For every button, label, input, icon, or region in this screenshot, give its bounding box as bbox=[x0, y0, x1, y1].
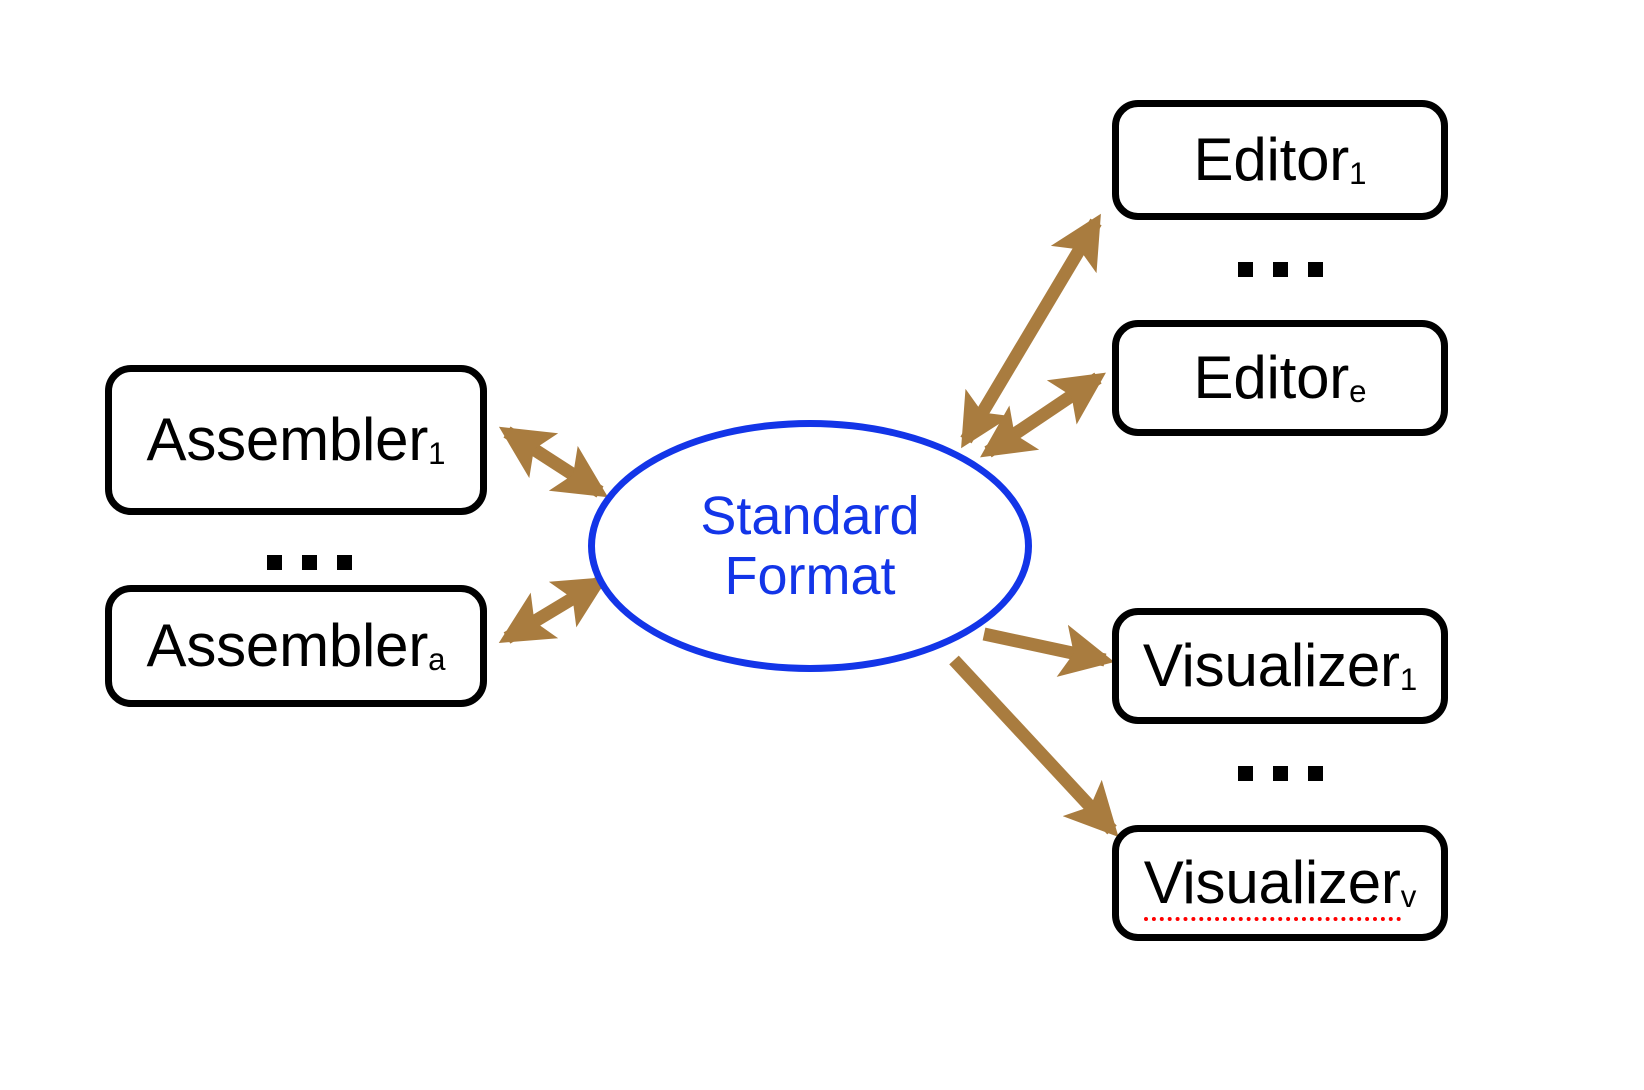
node-visualizer-v-label: Visualizerv bbox=[1143, 849, 1416, 921]
ellipsis-editors bbox=[1238, 262, 1323, 277]
node-editor-1-label: Editor1 bbox=[1193, 126, 1367, 193]
hub-standard-format[interactable]: Standard Format bbox=[588, 420, 1032, 672]
ellipsis-dot bbox=[302, 555, 317, 570]
connector-assembler-1 bbox=[498, 426, 609, 498]
connector-visualizer-v bbox=[949, 655, 1119, 838]
connector-assembler-a bbox=[498, 576, 609, 644]
ellipsis-dot bbox=[1238, 766, 1253, 781]
ellipsis-dot bbox=[1308, 262, 1323, 277]
ellipsis-dot bbox=[1273, 766, 1288, 781]
node-assembler-1-label: Assembler1 bbox=[146, 406, 446, 473]
connector-editor-1 bbox=[960, 213, 1102, 449]
node-visualizer-v[interactable]: Visualizerv bbox=[1112, 825, 1448, 941]
node-visualizer-1-label: Visualizer1 bbox=[1142, 632, 1418, 699]
ellipsis-visualizers bbox=[1238, 766, 1323, 781]
ellipsis-dot bbox=[1308, 766, 1323, 781]
ellipsis-dot bbox=[267, 555, 282, 570]
node-assembler-a[interactable]: Assemblera bbox=[105, 585, 487, 707]
ellipsis-assemblers bbox=[267, 555, 352, 570]
hub-label-line-2: Format bbox=[724, 546, 896, 606]
misspelled-word: Visualizer bbox=[1143, 849, 1401, 921]
node-editor-e-label: Editore bbox=[1193, 344, 1367, 411]
ellipsis-dot bbox=[1273, 262, 1288, 277]
connector-visualizer-1 bbox=[982, 624, 1115, 677]
connector-editor-e bbox=[980, 372, 1106, 458]
node-editor-1[interactable]: Editor1 bbox=[1112, 100, 1448, 220]
ellipsis-dot bbox=[337, 555, 352, 570]
hub-label-line-1: Standard bbox=[700, 485, 920, 546]
ellipsis-dot bbox=[1238, 262, 1253, 277]
node-assembler-1[interactable]: Assembler1 bbox=[105, 365, 487, 515]
node-assembler-a-label: Assemblera bbox=[146, 612, 446, 679]
node-editor-e[interactable]: Editore bbox=[1112, 320, 1448, 436]
node-visualizer-1[interactable]: Visualizer1 bbox=[1112, 608, 1448, 724]
